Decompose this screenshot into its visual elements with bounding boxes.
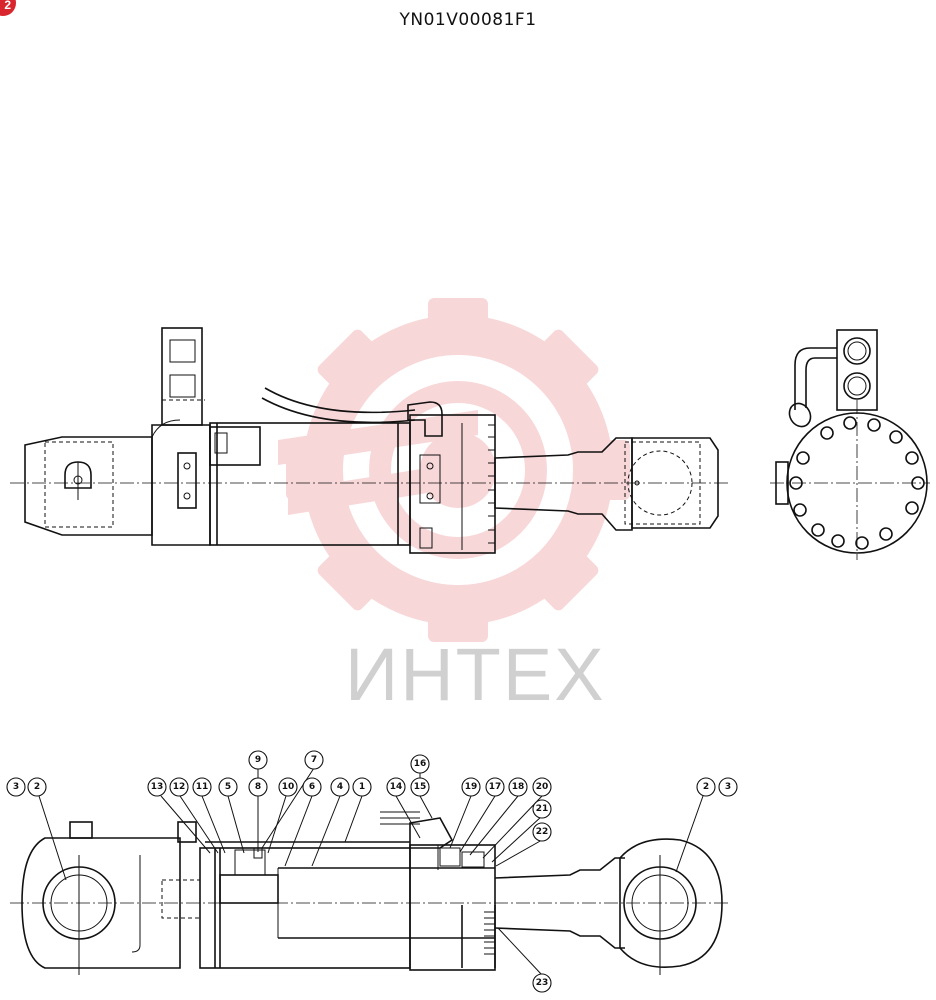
svg-text:13: 13 [151, 782, 164, 792]
svg-text:15: 15 [414, 782, 427, 792]
watermark-text: ИНТЕХ [345, 633, 606, 716]
callout-19: 19 [461, 777, 481, 797]
svg-text:17: 17 [489, 782, 502, 792]
svg-text:2: 2 [703, 782, 709, 792]
svg-text:20: 20 [536, 782, 549, 792]
callout-5: 5 [218, 777, 238, 797]
callout-15: 15 [410, 777, 430, 797]
svg-text:16: 16 [414, 759, 427, 769]
callout-12: 12 [169, 777, 189, 797]
callout-22: 22 [532, 822, 552, 842]
callout-2-right: 2 [696, 777, 716, 797]
callout-1: 1 [352, 777, 372, 797]
svg-text:10: 10 [282, 782, 295, 792]
callout-16: 16 [410, 754, 430, 774]
svg-text:5: 5 [225, 782, 231, 792]
callout-10: 10 [278, 777, 298, 797]
svg-text:1: 1 [359, 782, 365, 792]
callout-7: 7 [304, 750, 324, 770]
callout-6: 6 [302, 777, 322, 797]
callout-4: 4 [330, 777, 350, 797]
svg-text:9: 9 [255, 755, 261, 765]
callout-2-left: 2 [27, 777, 47, 797]
svg-text:23: 23 [536, 978, 549, 988]
callout-21: 21 [532, 799, 552, 819]
svg-text:4: 4 [337, 782, 343, 792]
callout-11: 11 [192, 777, 212, 797]
callout-23: 23 [532, 973, 552, 993]
callout-3-left: 3 [6, 777, 26, 797]
callout-18: 18 [508, 777, 528, 797]
svg-text:3: 3 [725, 782, 731, 792]
side-view [10, 327, 730, 554]
svg-text:22: 22 [536, 827, 549, 837]
svg-text:21: 21 [536, 804, 549, 814]
callout-13: 13 [147, 777, 167, 797]
callout-3-right: 3 [718, 777, 738, 797]
svg-text:3: 3 [13, 782, 19, 792]
svg-text:8: 8 [255, 782, 261, 792]
callout-8: 8 [248, 777, 268, 797]
svg-text:2: 2 [34, 782, 40, 792]
svg-text:14: 14 [390, 782, 403, 792]
callout-14: 14 [386, 777, 406, 797]
page-badge: 2 [0, 0, 16, 16]
section-view [10, 767, 730, 976]
svg-text:7: 7 [311, 755, 317, 765]
callout-9: 9 [248, 750, 268, 770]
svg-text:6: 6 [309, 782, 315, 792]
drawing-title: YN01V00081F1 [399, 10, 537, 30]
svg-text:11: 11 [196, 782, 209, 792]
callout-20: 20 [532, 777, 552, 797]
end-view [770, 329, 930, 560]
svg-text:19: 19 [465, 782, 478, 792]
callout-17: 17 [485, 777, 505, 797]
svg-text:18: 18 [512, 782, 525, 792]
svg-text:12: 12 [173, 782, 186, 792]
